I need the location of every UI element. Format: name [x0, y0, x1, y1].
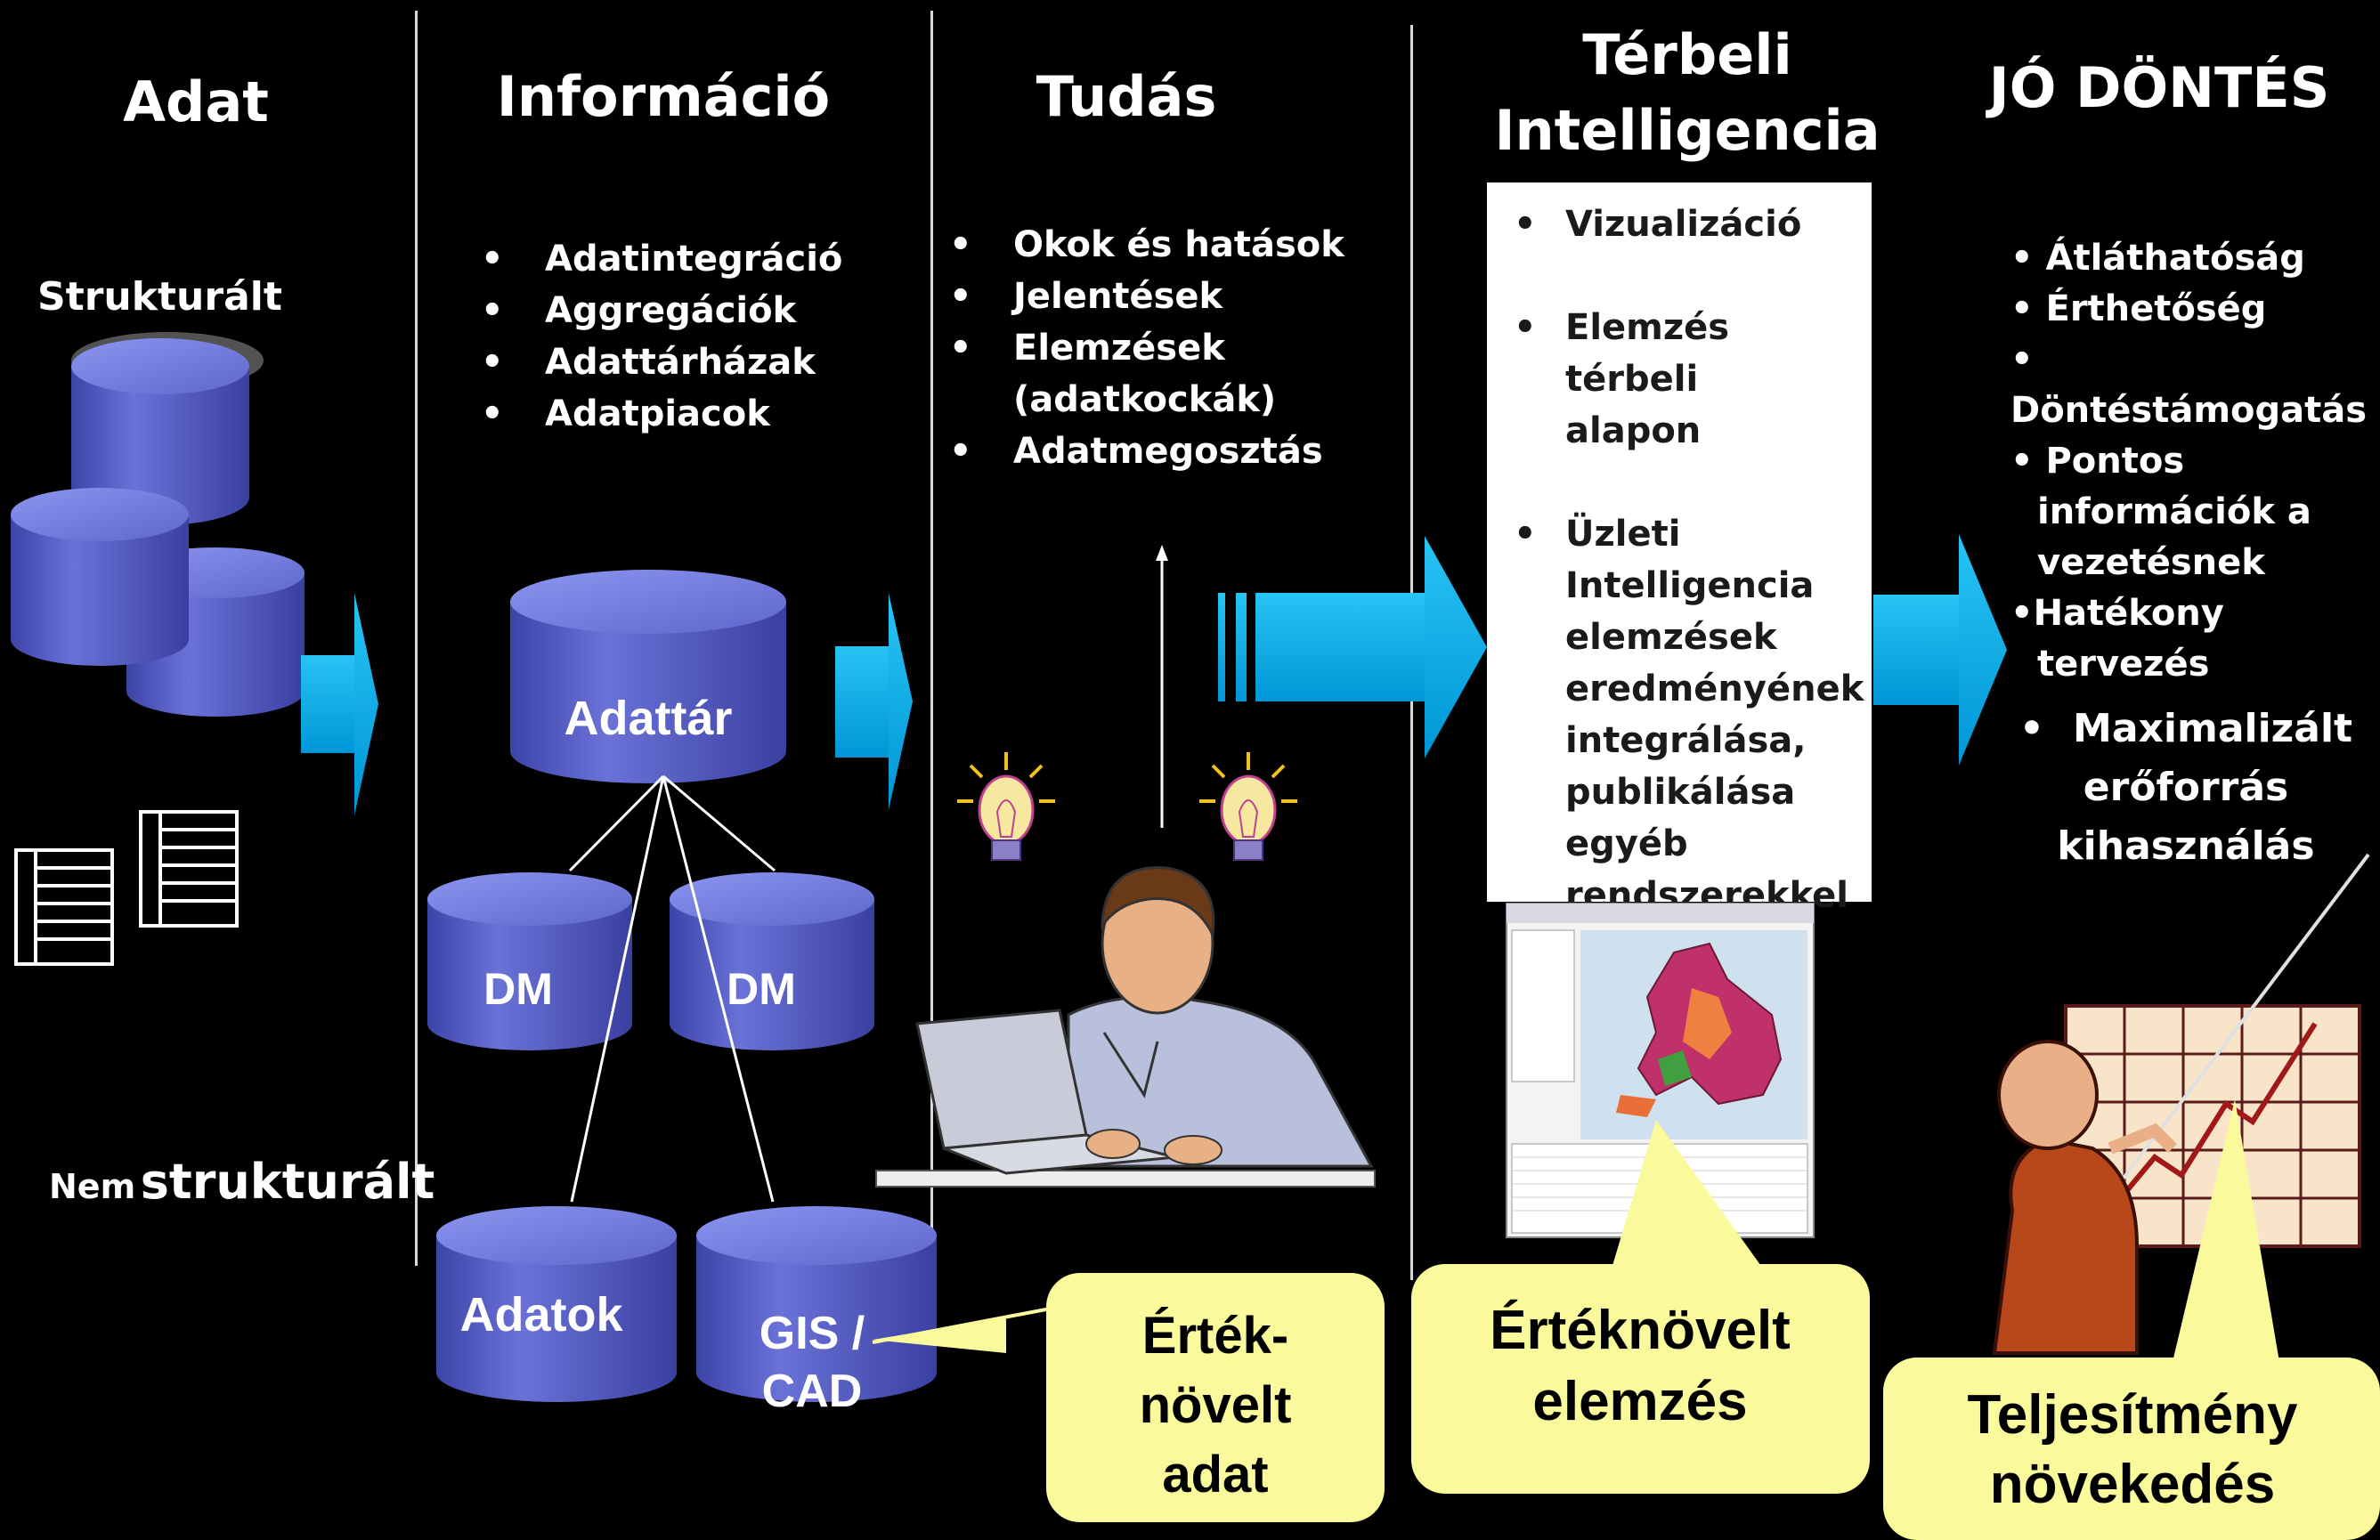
- cylinder-dm-2: [670, 872, 874, 1050]
- callout-ertek-adat-line3: adat: [1162, 1446, 1268, 1504]
- title-tudas: Tudás: [1036, 64, 1217, 129]
- tudas-item: Elemzések: [949, 322, 1412, 374]
- cylinder-gis-label-1: GIS /: [759, 1308, 865, 1359]
- cylinder-adattar-label: Adattár: [564, 692, 732, 745]
- terbeli-item-elemzes: Elemzés térbeli alapon: [1487, 302, 1872, 457]
- cylinder-dm-2-label: DM: [727, 964, 796, 1014]
- arrow-terbeli-jodontes: [1873, 534, 2007, 766]
- callout-teljesitmeny: Teljesítmény növekedés: [1883, 1099, 2380, 1540]
- cylinder-dm-1-label: DM: [483, 964, 553, 1014]
- chart-board-illustration: [1992, 853, 2370, 1355]
- callout-ertek-elemzes-line1: Értéknövelt: [1490, 1300, 1791, 1361]
- jo-dontes-item: vezetésnek: [2037, 542, 2265, 583]
- title-adat: Adat: [123, 69, 269, 134]
- tudas-item: Jelentések: [949, 271, 1412, 322]
- document-icon: [14, 810, 239, 966]
- lightbulb-icon: [1199, 752, 1297, 861]
- informacio-item: Adattárházak: [481, 336, 908, 388]
- jo-dontes-item: • Érthetőség: [2010, 288, 2267, 329]
- jo-dontes-maximalizalt: •Maximalizált erőforrás kihasználás: [2019, 706, 2353, 869]
- divider-2: [930, 11, 933, 1266]
- cylinder-adatok-label: Adatok: [459, 1288, 623, 1341]
- cylinder-struct-1: [71, 332, 264, 525]
- callout-ertek-elemzes: Értéknövelt elemzés: [1411, 1120, 1870, 1494]
- callout-ertek-elemzes-line2: elemzés: [1532, 1371, 1747, 1432]
- label-nem-strukturalt: Nem strukturált: [49, 1154, 435, 1210]
- jo-dontes-item: • Pontos: [2010, 441, 2185, 482]
- cylinder-dm-1: [427, 872, 632, 1050]
- connector-lines: [568, 774, 776, 1203]
- callout-teljesitmeny-line1: Teljesítmény: [1967, 1384, 2298, 1446]
- terbeli-item-vizualizacio: Vizualizáció: [1487, 199, 1872, 250]
- up-arrow-icon: [1156, 545, 1168, 828]
- informacio-item: Aggregációk: [481, 285, 908, 336]
- cylinder-gis-label-2: CAD: [762, 1366, 863, 1417]
- jo-dontes-item: • Átláthatóság: [2010, 238, 2305, 279]
- terbeli-box: Vizualizáció Elemzés térbeli alapon Üzle…: [1487, 182, 1872, 916]
- arrow-informacio-tudas: [835, 593, 913, 810]
- informacio-item: Adatpiacok: [481, 388, 908, 440]
- label-nem: Nem: [49, 1167, 136, 1206]
- tudas-item: Adatmegosztás: [949, 426, 1412, 477]
- informacio-item: Adatintegráció: [481, 233, 908, 285]
- label-strukturalt: Strukturált: [37, 274, 282, 320]
- tudas-item: Okok és hatások: [949, 219, 1412, 271]
- jo-dontes-item: •: [2010, 339, 2034, 380]
- person-laptop-illustration: [875, 866, 1376, 1187]
- label-strukturalt-2: strukturált: [140, 1154, 435, 1210]
- jo-dontes-item: •Hatékony: [2010, 593, 2224, 634]
- jo-dontes-item: információk a: [2037, 491, 2311, 532]
- lightbulb-icon: [957, 752, 1055, 861]
- callout-ertek-adat: Érték- növelt adat: [873, 1273, 1385, 1522]
- map-screenshot-image: [1506, 903, 1815, 1238]
- divider-1: [415, 11, 418, 1266]
- title-informacio: Információ: [496, 64, 831, 129]
- cylinder-struct-2: [11, 488, 189, 666]
- tudas-item-cont: (adatkockák): [1013, 379, 1277, 420]
- title-jo-dontes: JÓ DÖNTÉS: [1988, 55, 2330, 120]
- title-terbeli-line2: Intelligencia: [1494, 98, 1880, 163]
- cylinder-adattar: [510, 570, 786, 783]
- informacio-list: Adatintegráció Aggregációk Adattárházak …: [481, 233, 908, 440]
- jo-dontes-item: tervezés: [2037, 644, 2210, 685]
- title-terbeli-line1: Térbeli: [1582, 22, 1792, 87]
- tudas-list: Okok és hatások Jelentések Elemzések (ad…: [949, 219, 1412, 477]
- callout-ertek-adat-line1: Érték-: [1142, 1307, 1288, 1365]
- jo-dontes-item: Döntéstámogatás: [2010, 390, 2368, 431]
- callout-ertek-adat-pointer: [872, 1307, 1052, 1344]
- callout-ertek-adat-line2: növelt: [1140, 1376, 1292, 1434]
- arrow-tudas-terbeli: [1218, 536, 1487, 758]
- arrow-adat-informacio: [301, 593, 378, 815]
- callout-teljesitmeny-line2: növekedés: [1990, 1454, 2276, 1515]
- jo-dontes-list: • Átláthatóság • Érthetőség • Döntéstámo…: [2010, 233, 2367, 690]
